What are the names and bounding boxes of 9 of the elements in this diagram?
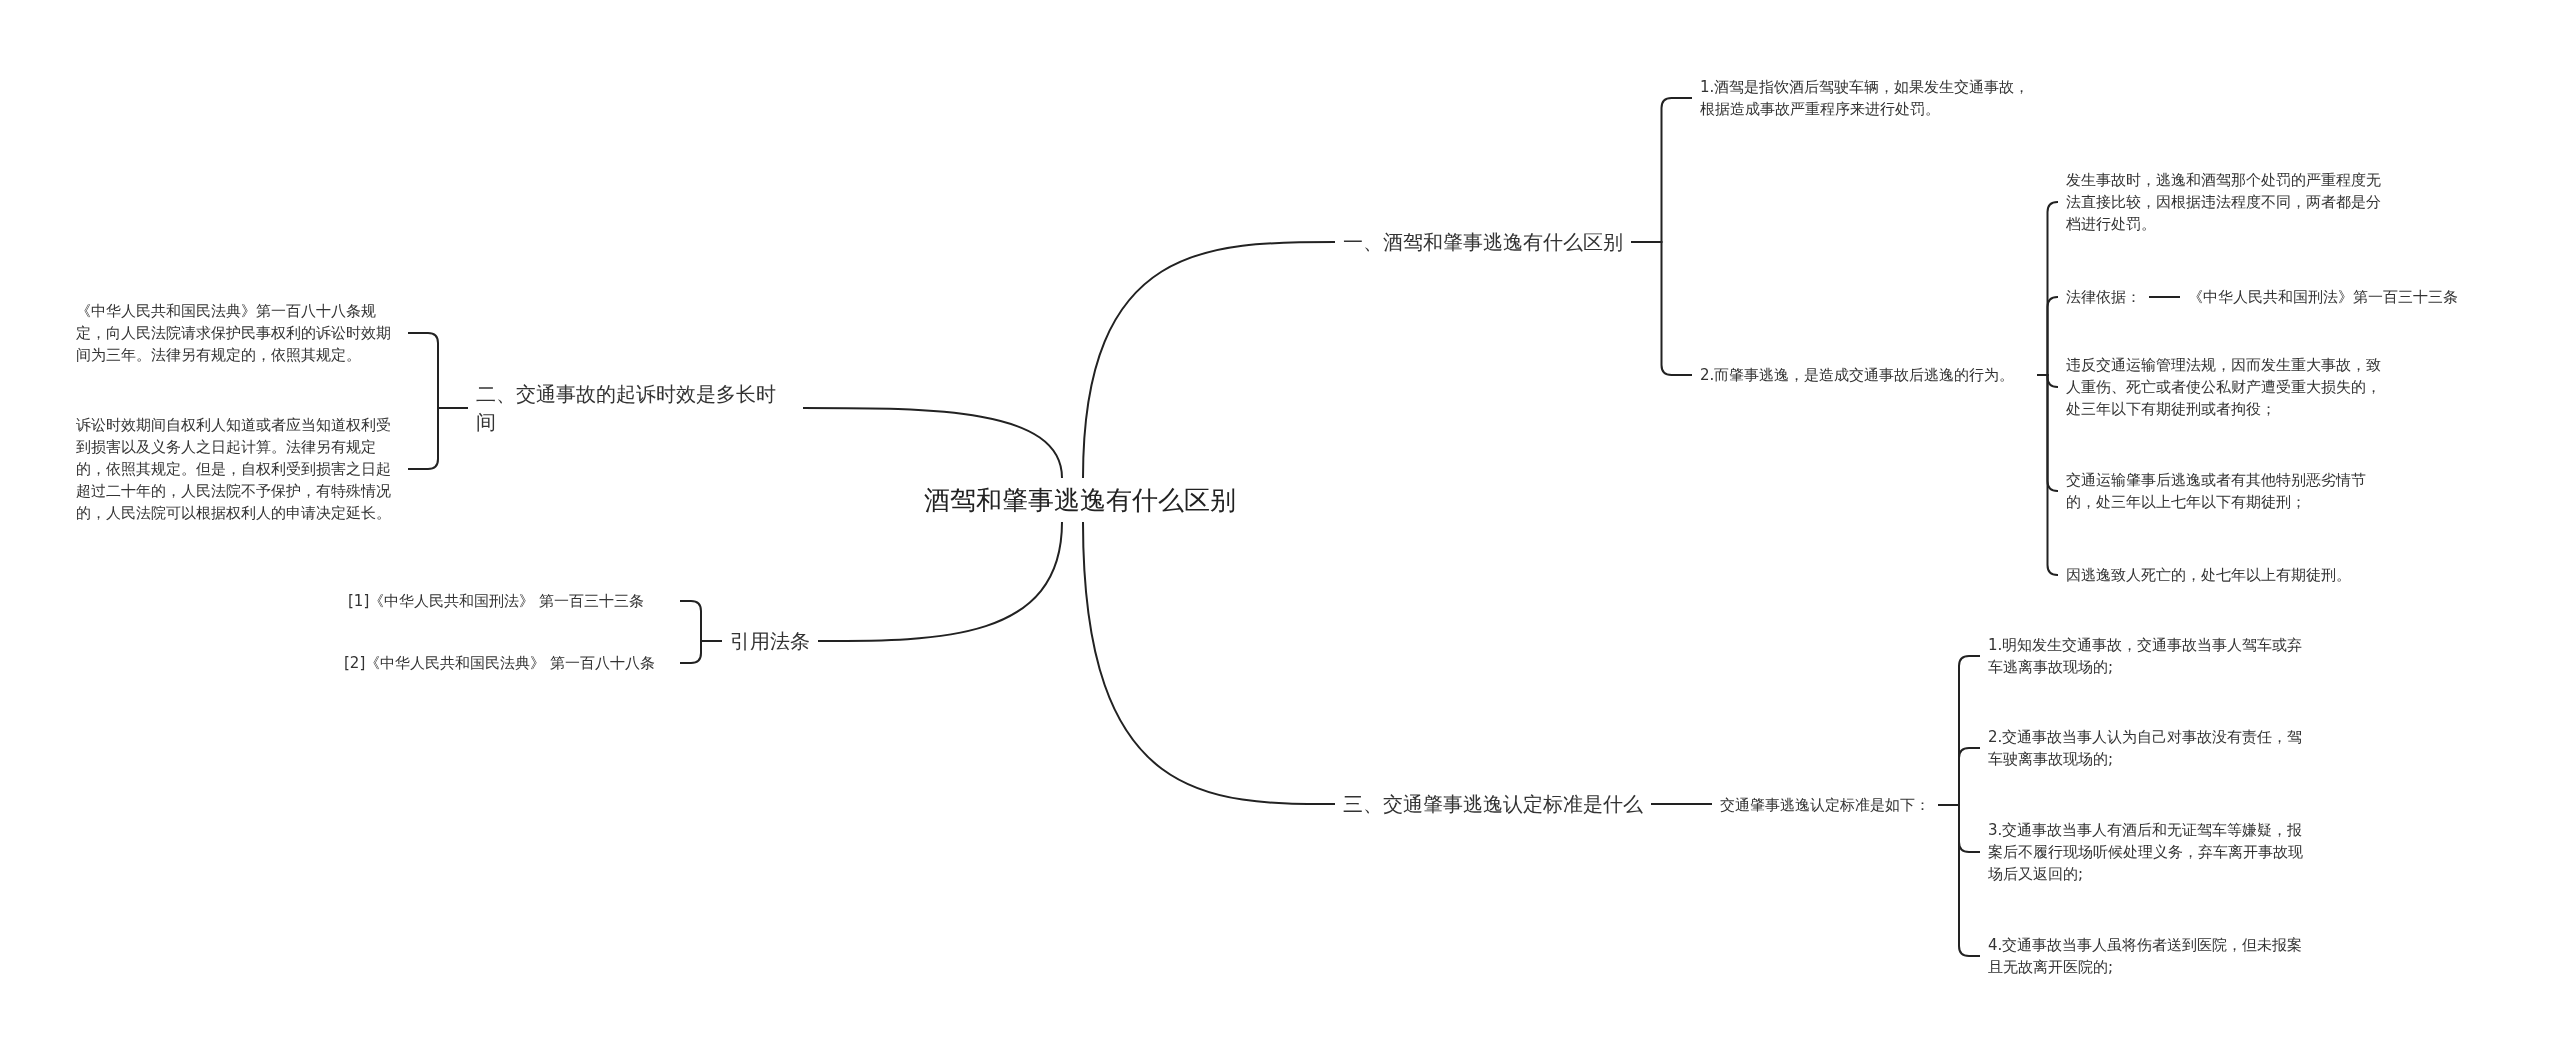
- connector-line: [1082, 241, 1336, 479]
- connector-line: [802, 407, 1063, 479]
- connector-line: [2148, 296, 2181, 298]
- connector-line: [679, 640, 723, 664]
- connector-line: [2036, 374, 2059, 576]
- connector-line: [1650, 803, 1713, 805]
- connector-line: [817, 521, 1063, 642]
- connector-line: [1937, 804, 1981, 957]
- connector-line: [1082, 521, 1336, 805]
